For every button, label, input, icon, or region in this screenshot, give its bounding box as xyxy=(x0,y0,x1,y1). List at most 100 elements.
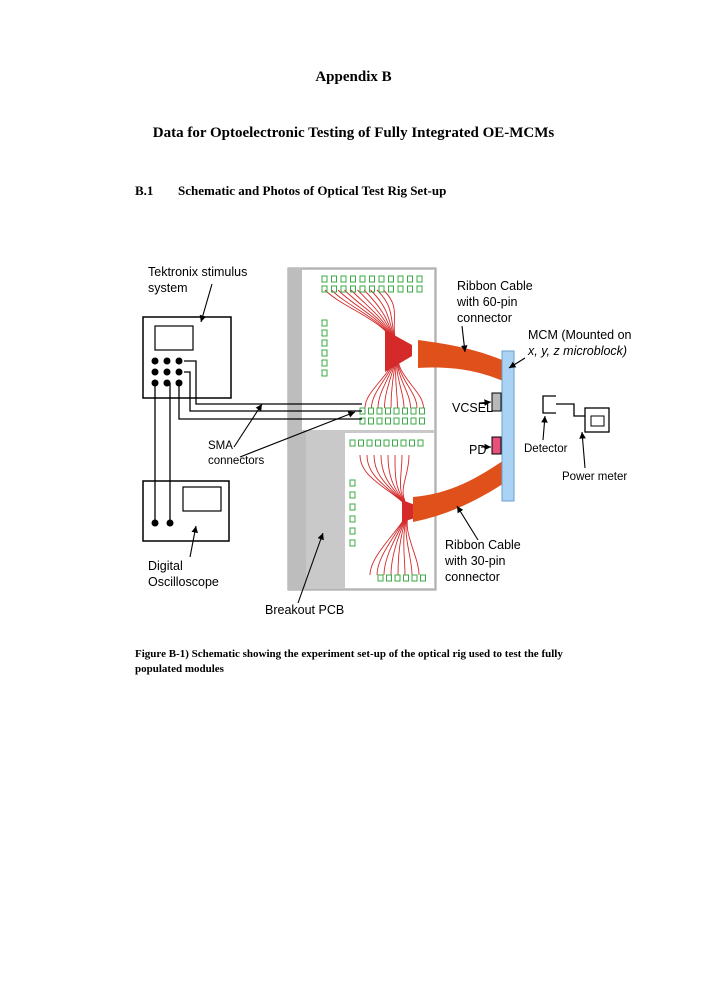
label-ribbon30-1: Ribbon Cable xyxy=(445,538,521,552)
pcb-pad xyxy=(388,285,394,293)
label-oscilloscope-1: Digital xyxy=(148,559,183,573)
label-ribbon60-3: connector xyxy=(457,311,512,325)
caption-line-1: Figure B-1) Schematic showing the experi… xyxy=(135,648,563,660)
label-mcm-2: x, y, z microblock) xyxy=(527,344,627,358)
pcb-pad xyxy=(350,285,356,293)
pcb-pad xyxy=(377,574,384,582)
signal-cables xyxy=(154,360,362,523)
chapter-title: Data for Optoelectronic Testing of Fully… xyxy=(152,125,555,141)
pcb-pad xyxy=(349,439,356,447)
ribbon-cable-30-pin xyxy=(413,458,512,522)
pcb-pad xyxy=(349,515,356,523)
pcb-pad xyxy=(386,574,392,582)
pcb-pad xyxy=(397,285,404,293)
pcb-pad xyxy=(349,527,356,535)
power-meter-screen xyxy=(590,415,605,427)
section-title: Schematic and Photos of Optical Test Rig… xyxy=(178,183,447,198)
label-ribbon30-2: with 30-pin xyxy=(444,554,505,568)
pcb-pad xyxy=(321,349,328,357)
pcb-pad xyxy=(420,574,426,582)
pcb-pad xyxy=(385,417,391,425)
arrow-vcsel xyxy=(478,399,492,406)
arrow-breakout-pcb xyxy=(297,532,324,604)
pcb-pad xyxy=(369,285,375,293)
label-mcm-1: MCM (Mounted on xyxy=(528,328,632,342)
pcb-pad xyxy=(376,407,383,415)
arrow-detector xyxy=(541,415,548,441)
pcb-pad xyxy=(416,285,423,293)
pcb-gray-strip xyxy=(288,268,306,590)
pcb-pad xyxy=(397,275,404,283)
pcb-pad xyxy=(321,359,328,367)
pcb-pad xyxy=(349,503,356,511)
label-tektronix-2: system xyxy=(148,281,188,295)
pcb-traces xyxy=(324,289,424,576)
label-sma-1: SMA xyxy=(208,440,233,452)
pd-chip xyxy=(491,436,502,455)
label-sma-2: connectors xyxy=(208,455,265,467)
pcb-pad xyxy=(359,285,366,293)
pcb-pad xyxy=(321,339,328,347)
arrow-ribbon60 xyxy=(460,325,468,353)
mcm-block xyxy=(501,350,515,502)
pcb-pad xyxy=(331,275,337,283)
pcb-pad xyxy=(407,285,413,293)
pcb-pad xyxy=(321,319,328,327)
pcb-pad xyxy=(400,439,407,447)
pcb-pad xyxy=(392,439,398,447)
vcsel-chip xyxy=(491,392,502,412)
label-power-meter: Power meter xyxy=(562,471,627,483)
arrow-mcm xyxy=(508,357,526,369)
label-vcsel: VCSEL xyxy=(452,401,493,415)
tektronix-stimulus-system xyxy=(142,316,232,399)
pcb-pad xyxy=(393,407,400,415)
arrow-power-meter xyxy=(579,431,586,469)
label-ribbon60-2: with 60-pin xyxy=(456,295,517,309)
pcb-pad xyxy=(340,285,347,293)
arrow-oscilloscope xyxy=(189,525,198,558)
pcb-pad xyxy=(416,275,423,283)
label-oscilloscope-2: Oscilloscope xyxy=(148,575,219,589)
pcb-pad xyxy=(402,407,408,415)
pcb-pad xyxy=(410,407,417,415)
pcb-pad xyxy=(349,491,356,499)
tektronix-ports xyxy=(151,357,183,387)
pcb-pad xyxy=(402,417,408,425)
label-pd: PD xyxy=(469,443,486,457)
label-breakout-pcb: Breakout PCB xyxy=(265,603,344,617)
detector xyxy=(542,395,556,414)
label-tektronix-1: Tektronix stimulus xyxy=(148,265,247,279)
pcb-pad xyxy=(358,439,364,447)
pcb-pad xyxy=(383,439,390,447)
pcb-pad xyxy=(394,574,401,582)
pcb-pad xyxy=(321,329,328,337)
breakout-pcb-photo xyxy=(287,267,437,591)
pcb-pad xyxy=(419,407,425,415)
pcb-pad xyxy=(393,417,400,425)
arrow-sma-1 xyxy=(233,403,263,448)
label-ribbon60-1: Ribbon Cable xyxy=(457,279,533,293)
pcb-pad xyxy=(368,407,374,415)
pcb-pad xyxy=(410,417,417,425)
detector-assembly xyxy=(542,395,610,433)
detector-cable xyxy=(556,403,585,417)
pcb-pad xyxy=(407,275,413,283)
pcb-pad xyxy=(388,275,394,283)
pcb-pad xyxy=(321,275,328,283)
pcb-pad xyxy=(331,285,337,293)
pcb-pad xyxy=(385,407,391,415)
pcb-pad xyxy=(359,275,366,283)
pcb-pad xyxy=(321,369,328,377)
arrow-sma-2 xyxy=(239,411,356,458)
pcb-pad xyxy=(403,574,409,582)
pcb-pad xyxy=(349,539,356,547)
oscilloscope-screen xyxy=(182,486,222,512)
arrow-tektronix xyxy=(199,283,213,323)
pcb-pad xyxy=(369,275,375,283)
pcb-pad xyxy=(409,439,415,447)
pcb-pad xyxy=(417,439,424,447)
label-ribbon30-3: connector xyxy=(445,570,500,584)
pcb-hub xyxy=(402,500,415,522)
